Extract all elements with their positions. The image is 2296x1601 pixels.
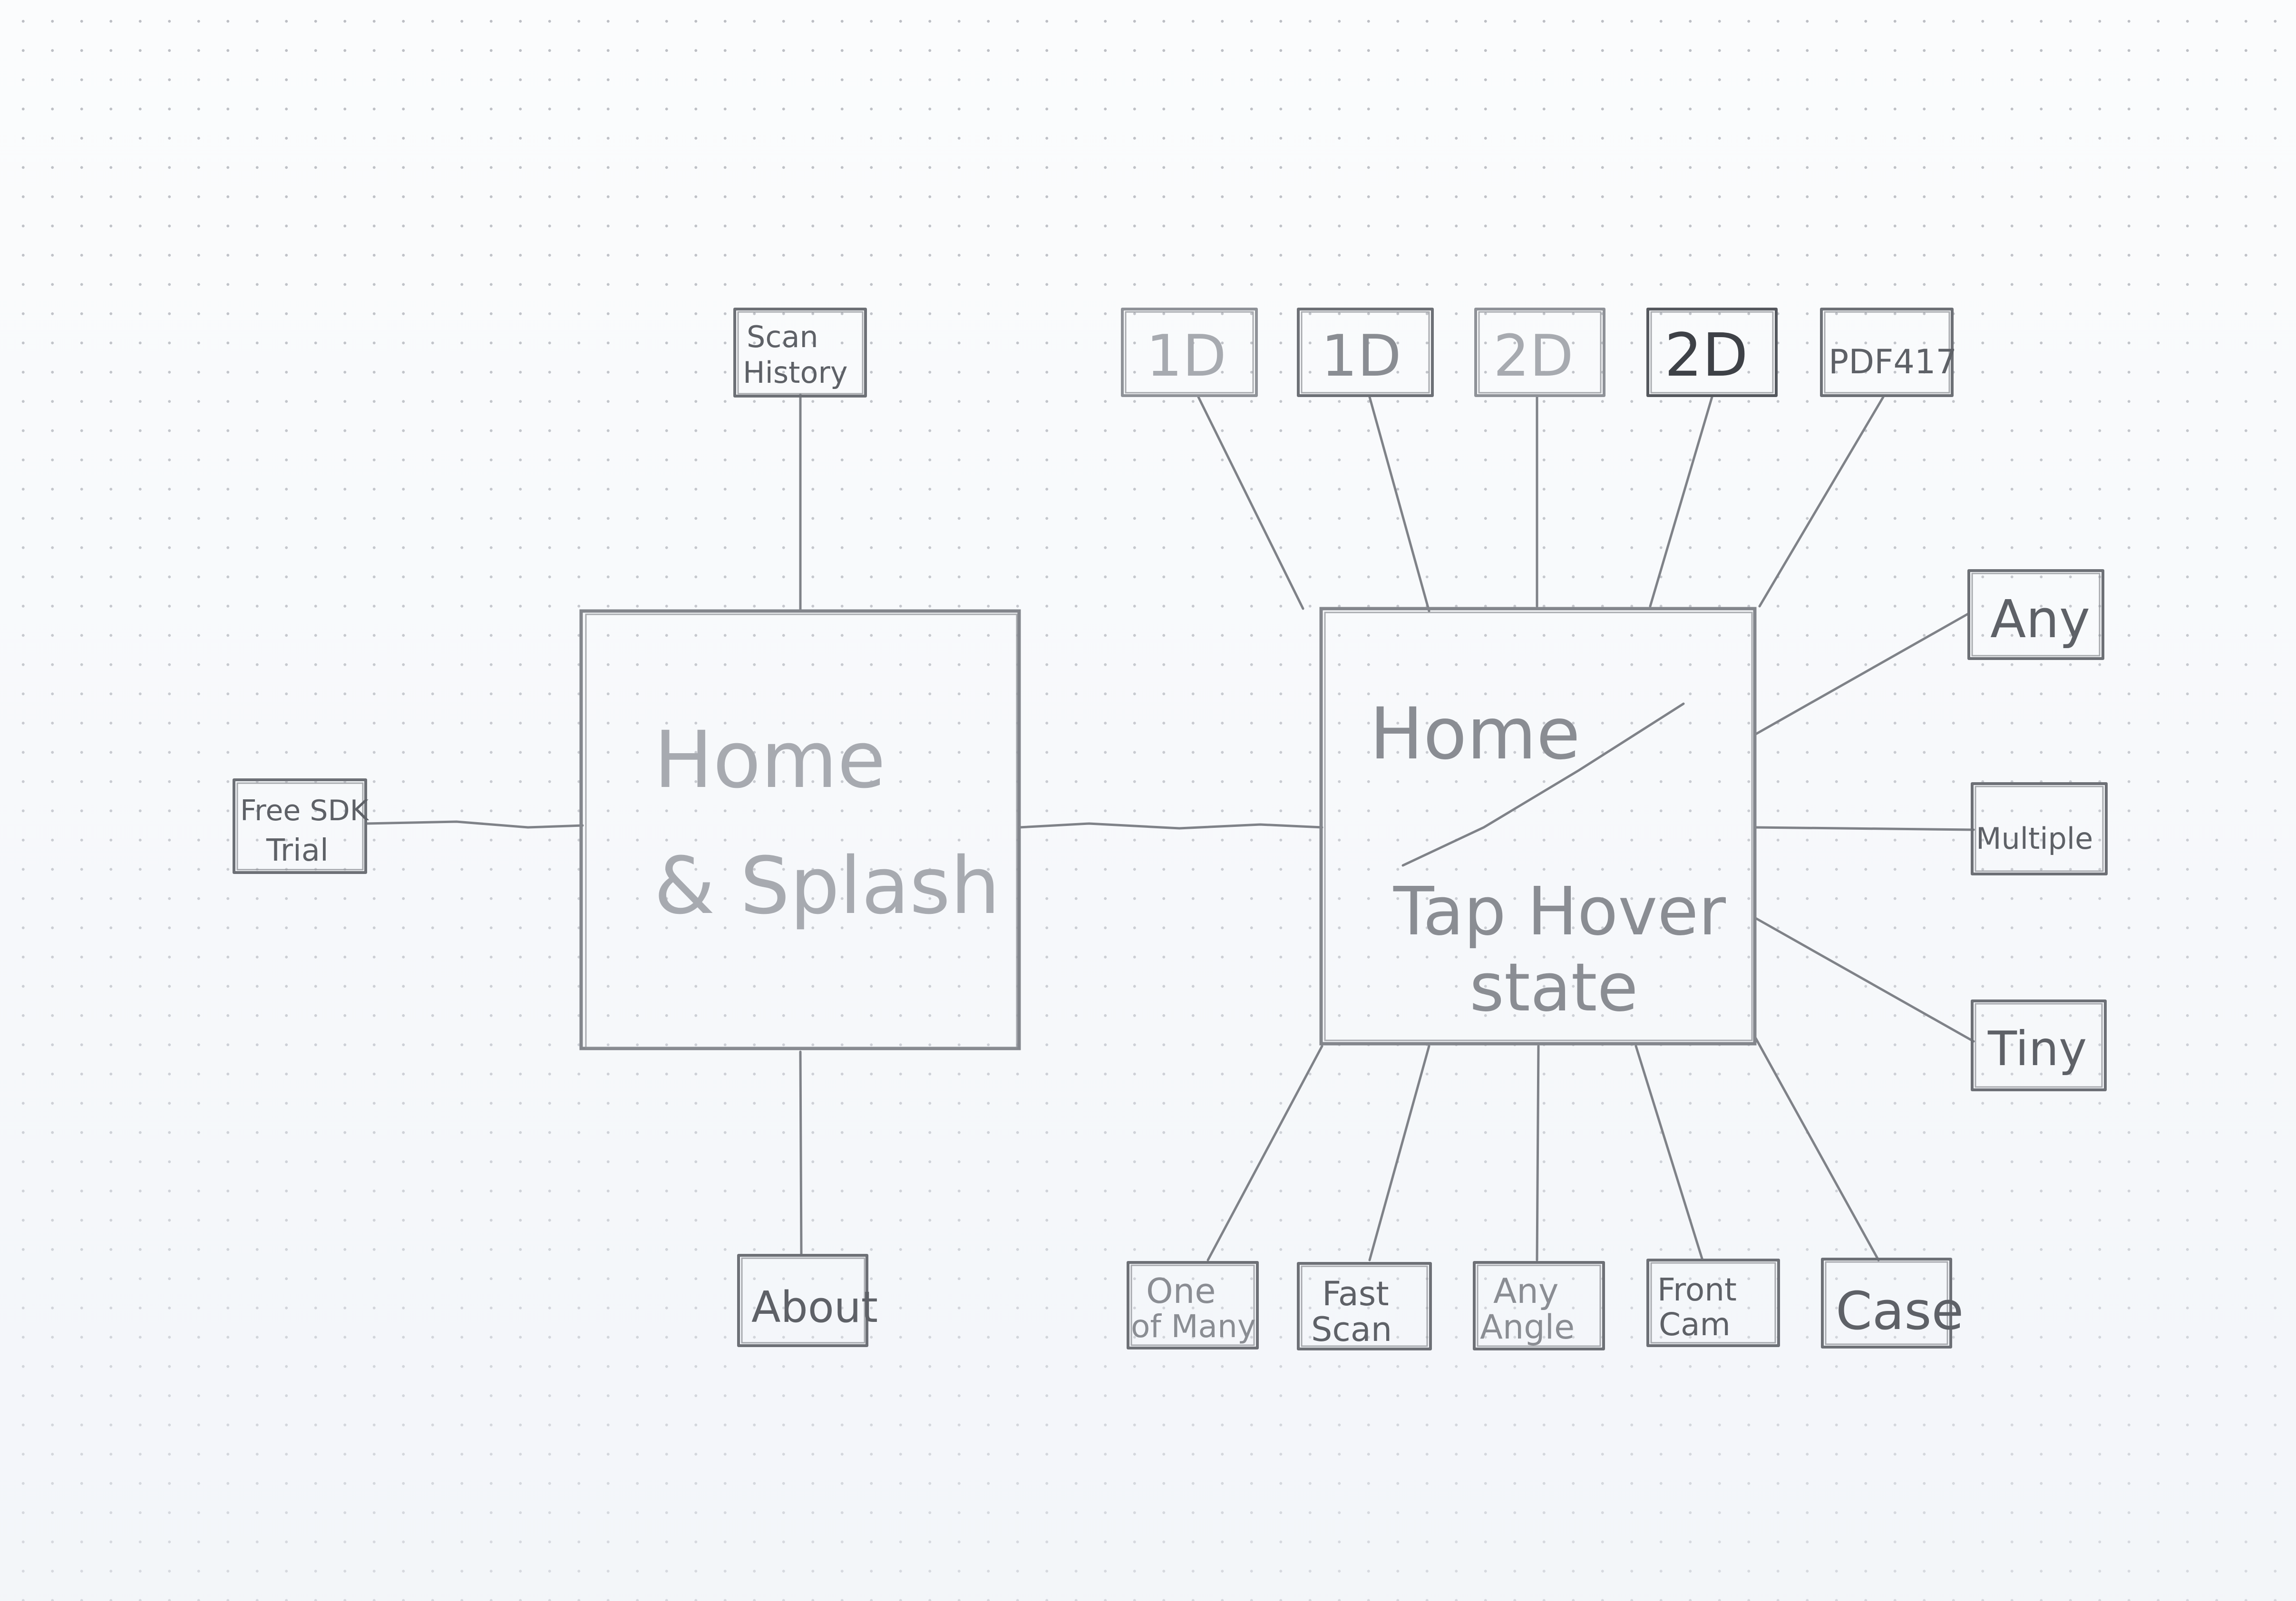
scan-history-line2: History	[743, 355, 848, 390]
edges	[365, 393, 1975, 1261]
edge-tap-pdf417	[1758, 396, 1885, 608]
front-cam-line1: Front	[1657, 1271, 1737, 1308]
node-front-cam: Front Cam	[1646, 1259, 1780, 1347]
edge-tap-1d-b	[1368, 396, 1430, 612]
edge-tap-one-of-many	[1206, 1045, 1323, 1261]
fast-scan-line2: Scan	[1311, 1310, 1392, 1349]
edge-tap-tiny	[1753, 916, 1975, 1043]
node-one-of-many: One of Many	[1127, 1261, 1259, 1349]
free-sdk-line1: Free SDK	[240, 794, 370, 827]
node-home-tap-hover: Home Tap Hover state	[1319, 607, 1757, 1046]
edge-tap-any-angle	[1536, 1045, 1540, 1261]
scan-history-line1: Scan	[747, 320, 818, 354]
home-splash-title-line2: & Splash	[654, 840, 1000, 931]
edge-tap-multiple	[1753, 826, 1975, 831]
right-column: Any Multiple Tiny	[1967, 569, 2108, 1091]
bottom-row: One of Many Fast Scan Any Angle Front Ca…	[1127, 1258, 1964, 1350]
home-tap-title-line2: Tap Hover	[1393, 873, 1726, 951]
right-any-label: Any	[1990, 589, 2090, 650]
home-tap-title-line3: state	[1469, 949, 1638, 1027]
one-of-many-line1: One	[1146, 1271, 1216, 1311]
top-2d-b-label: 2D	[1664, 321, 1748, 390]
right-multiple-label: Multiple	[1976, 821, 2093, 856]
top-row: 1D 1D 2D 2D PDF417	[1121, 308, 1957, 397]
front-cam-line2: Cam	[1659, 1306, 1731, 1343]
edge-tap-1d-a	[1197, 396, 1304, 610]
any-angle-line1: Any	[1493, 1271, 1559, 1311]
hover-state-divider	[1401, 702, 1685, 867]
edge-tap-case	[1753, 1035, 1880, 1261]
edge-tap-fast-scan	[1368, 1045, 1430, 1261]
top-1d-a-label: 1D	[1146, 323, 1226, 389]
node-fast-scan: Fast Scan	[1297, 1262, 1432, 1350]
home-splash-title-line1: Home	[654, 714, 885, 805]
case-label: Case	[1836, 1281, 1964, 1341]
node-free-sdk-trial: Free SDK Trial	[233, 778, 370, 874]
edge-splash-home-tap	[1018, 822, 1323, 830]
node-any-angle: Any Angle	[1473, 1261, 1605, 1350]
node-2d-light: 2D	[1474, 308, 1605, 397]
fast-scan-line1: Fast	[1322, 1274, 1389, 1313]
node-scan-history: Scan History	[733, 308, 867, 398]
any-angle-line2: Angle	[1480, 1308, 1575, 1347]
top-pdf417-label: PDF417	[1829, 342, 1957, 381]
top-2d-a-label: 2D	[1493, 323, 1574, 389]
edge-splash-about	[799, 1050, 803, 1257]
home-tap-title-line1: Home	[1370, 693, 1580, 776]
node-multiple: Multiple	[1971, 782, 2108, 875]
node-pdf417: PDF417	[1820, 308, 1957, 397]
node-any: Any	[1967, 569, 2104, 660]
about-label: About	[751, 1282, 878, 1332]
top-1d-b-label: 1D	[1321, 323, 1401, 389]
node-case: Case	[1821, 1258, 1964, 1349]
node-about: About	[737, 1254, 878, 1347]
edge-tap-2d-b	[1649, 396, 1713, 608]
node-home-splash: Home & Splash	[579, 609, 1021, 1050]
free-sdk-line2: Trial	[266, 833, 329, 868]
edge-tap-any	[1753, 612, 1970, 736]
node-1d: 1D	[1297, 308, 1434, 397]
node-1d-light: 1D	[1121, 308, 1258, 397]
one-of-many-line2: of Many	[1131, 1308, 1256, 1345]
node-2d: 2D	[1646, 308, 1778, 397]
edge-splash-free-sdk	[365, 820, 584, 829]
right-tiny-label: Tiny	[1987, 1021, 2087, 1077]
edge-tap-front-cam	[1634, 1045, 1704, 1261]
node-tiny: Tiny	[1971, 999, 2107, 1091]
